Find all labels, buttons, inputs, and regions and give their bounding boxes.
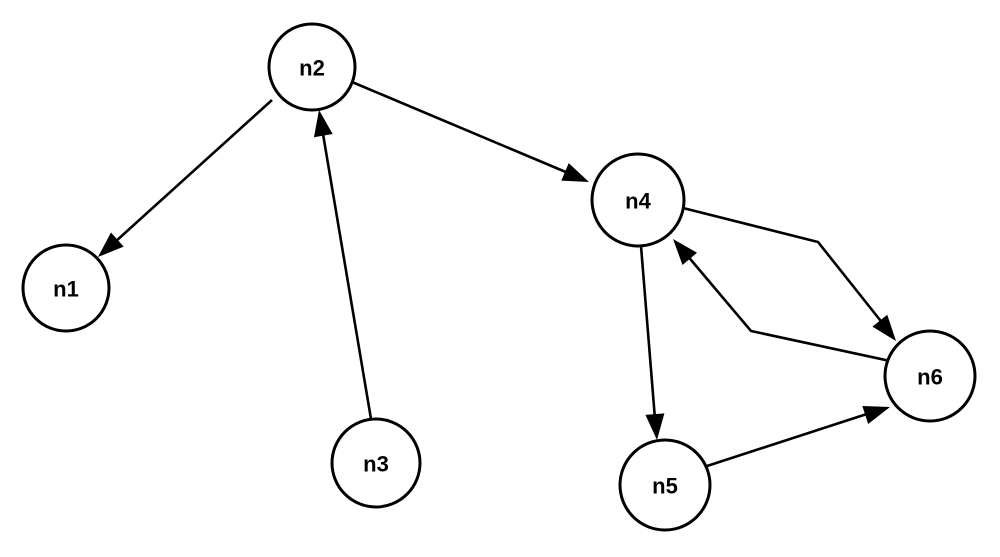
- node-circle-n5[interactable]: [618, 438, 712, 532]
- node-label-n2: n2: [299, 56, 325, 81]
- edge-line: [320, 127, 373, 420]
- edge-line: [104, 99, 273, 252]
- edge-line: [639, 245, 657, 420]
- edge-n4-to-n6[interactable]: [682, 206, 896, 341]
- edge-arrowhead: [313, 110, 333, 138]
- node-n5[interactable]: n5: [618, 438, 712, 532]
- node-n2[interactable]: n2: [267, 22, 357, 112]
- node-circle-n4[interactable]: [590, 152, 686, 248]
- edge-n2-to-n1[interactable]: [98, 99, 273, 257]
- edge-line: [706, 410, 874, 468]
- nodes-layer: n1 n2 n3 n4 n5 n6: [21, 22, 977, 532]
- edge-arrowhead: [561, 163, 589, 182]
- edge-line: [682, 206, 886, 326]
- edge-arrowhead: [862, 405, 890, 425]
- edge-arrowhead: [645, 413, 665, 440]
- node-circle-n3[interactable]: [330, 417, 422, 509]
- edge-arrowhead: [98, 232, 124, 257]
- node-label-n4: n4: [625, 189, 651, 214]
- node-circle-n2[interactable]: [267, 22, 357, 112]
- edge-line: [685, 253, 891, 363]
- node-n3[interactable]: n3: [330, 417, 422, 509]
- edge-arrowhead: [872, 314, 896, 341]
- edge-n3-to-n2[interactable]: [313, 110, 373, 420]
- edges-layer: [98, 80, 896, 468]
- node-circle-n1[interactable]: [21, 243, 111, 333]
- node-label-n1: n1: [53, 277, 79, 302]
- edge-n5-to-n6[interactable]: [706, 405, 890, 468]
- node-circle-n6[interactable]: [883, 329, 977, 423]
- node-label-n3: n3: [363, 452, 389, 477]
- edge-n2-to-n4[interactable]: [351, 80, 589, 182]
- edge-line: [351, 80, 581, 180]
- edge-arrowhead: [673, 239, 698, 265]
- node-n4[interactable]: n4: [590, 152, 686, 248]
- edge-n4-to-n5[interactable]: [639, 245, 665, 440]
- node-n1[interactable]: n1: [21, 243, 111, 333]
- node-label-n6: n6: [917, 365, 943, 390]
- node-n6[interactable]: n6: [883, 329, 977, 423]
- node-label-n5: n5: [652, 474, 678, 499]
- edge-n6-to-n4[interactable]: [673, 239, 891, 363]
